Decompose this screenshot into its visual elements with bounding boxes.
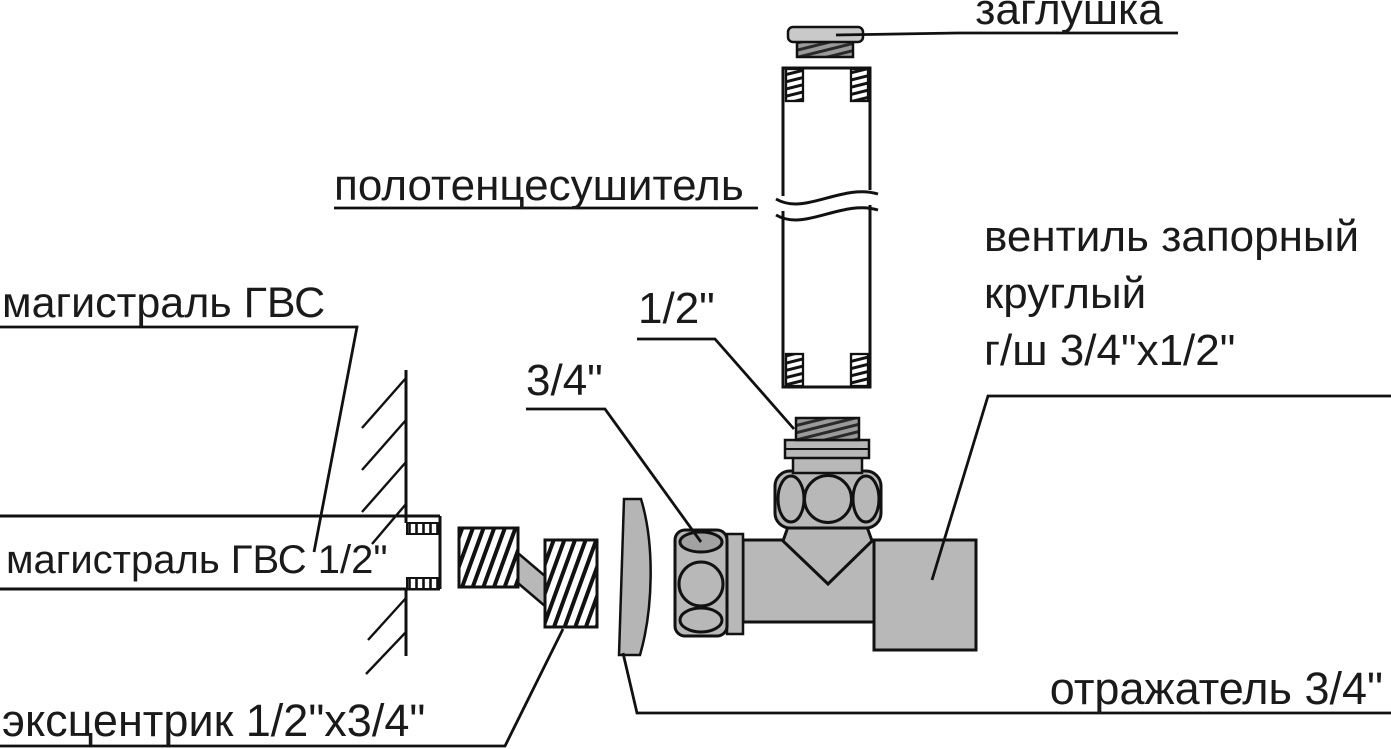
reflector-escutcheon (617, 497, 652, 657)
towel-rail-pipe (775, 66, 879, 389)
label-eccentric: эксцентрик 1/2"x3/4" (2, 695, 426, 746)
eccentric-thread-small (457, 526, 520, 589)
cap-thread (795, 39, 855, 59)
shutoff-valve (673, 416, 978, 652)
leader-three-quarter (526, 407, 703, 543)
wall (361, 370, 408, 675)
pipe-inner-thread (849, 67, 870, 103)
label-valve-line1: вентиль запорный (984, 212, 1360, 261)
leader-cap (835, 31, 1178, 37)
supply-pipe-thread-top (406, 522, 440, 535)
leader-reflector (621, 652, 1391, 715)
valve-outlet-body (872, 538, 978, 652)
label-reflector: отражатель 3/4" (1049, 663, 1383, 714)
cap-plug (786, 25, 865, 59)
pipe-break-wave-top (775, 190, 879, 206)
leader-half-inch (637, 337, 796, 430)
eccentric-thread-big (543, 538, 599, 629)
label-cap: заглушка (975, 0, 1163, 34)
supply-pipe (0, 514, 442, 591)
valve-union-nut (673, 528, 729, 638)
pipe-break-wave-bottom (775, 206, 879, 222)
valve-neck (791, 455, 864, 475)
leader-valve (930, 394, 1391, 581)
valve-top-thread (794, 416, 861, 442)
label-valve-line3: г/ш 3/4"x1/2" (984, 326, 1236, 375)
valve-flange (725, 532, 745, 636)
label-half-inch: 1/2" (638, 284, 715, 333)
leader-eccentric (0, 628, 565, 748)
label-valve: вентиль запорный круглый г/ш 3/4"x1/2" (984, 208, 1359, 379)
label-valve-line2: круглый (984, 269, 1147, 318)
supply-pipe-thread-bottom (406, 577, 440, 590)
label-towel-rail: полотенцесушитель (334, 161, 744, 210)
valve-round-knob (773, 469, 883, 530)
label-main-line-pipe: магистраль ГВС 1/2" (6, 538, 388, 582)
label-main-line: магистраль ГВС (2, 279, 326, 327)
label-three-quarter: 3/4" (526, 356, 603, 405)
pipe-inner-thread (784, 67, 805, 103)
pipe-inner-thread (784, 352, 805, 388)
wall-hatching (361, 377, 407, 675)
eccentric-adapter (457, 526, 599, 629)
pipe-inner-thread (849, 352, 870, 388)
leader-main-line (0, 325, 359, 553)
